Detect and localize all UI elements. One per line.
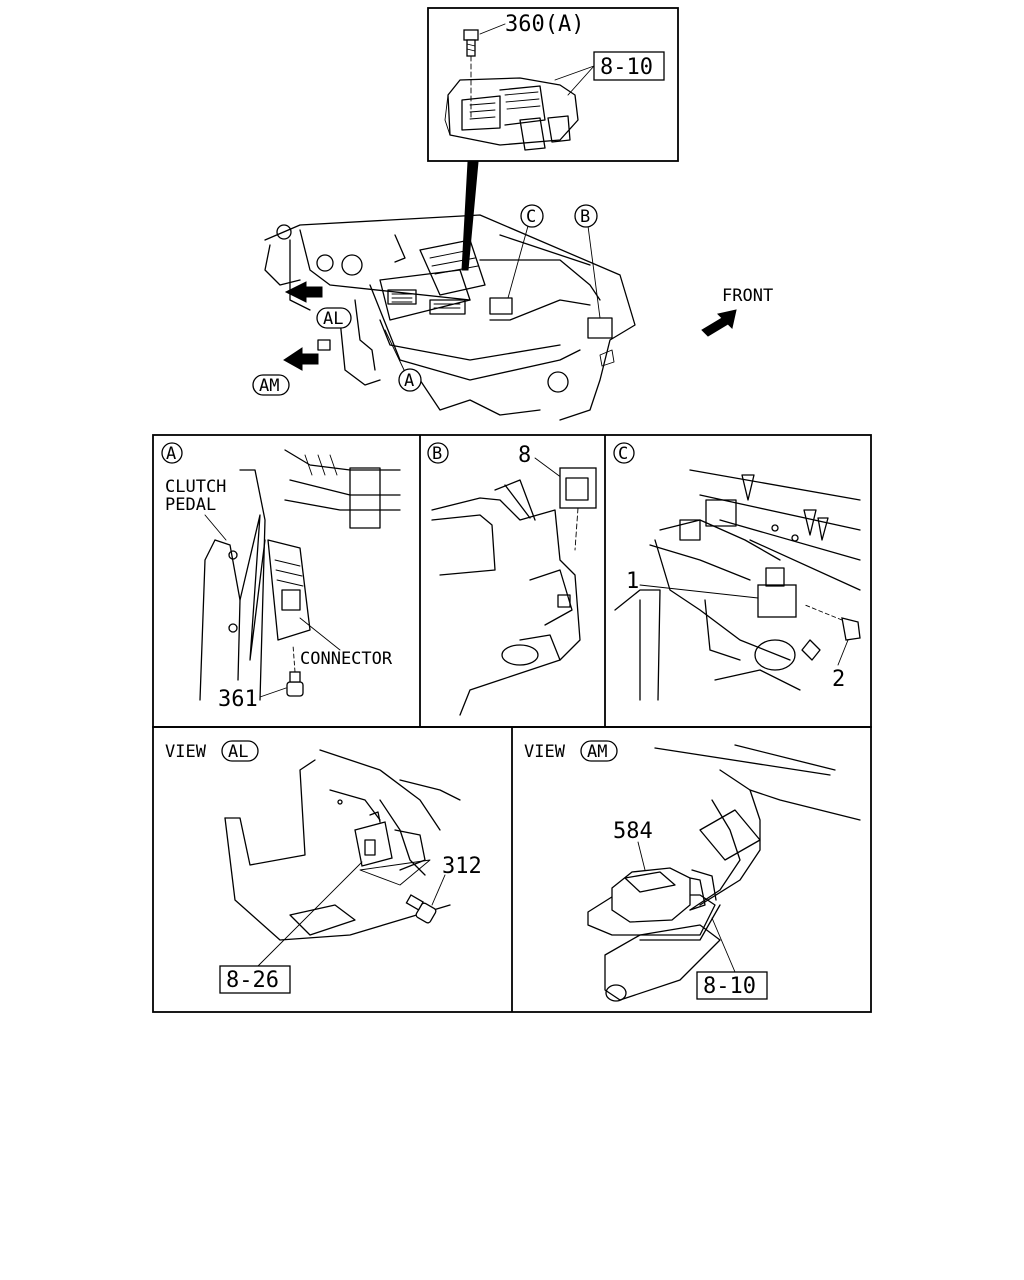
callout-c-circle (520, 204, 544, 228)
view-al-letter: AL (228, 742, 248, 762)
module-b-overview (587, 317, 613, 339)
panel-b-letter: B (432, 444, 442, 464)
ref-810-label: 8-10 (703, 974, 756, 999)
front-arrow-icon (701, 309, 737, 337)
callout-c-label: C (526, 207, 536, 227)
relay-block (444, 77, 579, 151)
part-361-label: 361 (218, 687, 258, 712)
panel-b: B 8 (427, 442, 597, 716)
bolt-361-icon (286, 644, 304, 697)
part-8-label: 8 (518, 443, 531, 468)
panel-c-letter: C (618, 444, 628, 464)
front-label: FRONT (722, 286, 773, 306)
part-584-label: 584 (613, 819, 653, 844)
connector-body (267, 539, 311, 641)
callout-b-circle (574, 204, 598, 228)
ref-826-box (219, 965, 291, 994)
ref-810-box (696, 971, 768, 1000)
bolt-icon (463, 29, 479, 121)
view-am-letter: AM (587, 742, 607, 762)
panel-view-am: VIEW AM 584 8-10 (524, 740, 861, 1002)
view-al-arrow-icon (284, 281, 323, 303)
view-al-word: VIEW (165, 742, 207, 762)
module-c-overview (489, 297, 513, 315)
center-console (379, 269, 471, 321)
bolt-2-icon (804, 604, 861, 641)
callout-b-label: B (580, 207, 590, 227)
connector-ref-label: 8-10 (600, 55, 653, 80)
view-am-label: AM (259, 376, 279, 396)
module-1-icon (757, 584, 797, 618)
clip-am (699, 809, 761, 861)
view-am-oval (252, 374, 290, 396)
sensor-584-icon (611, 867, 691, 923)
bolt-312-icon (405, 894, 437, 924)
panel-view-al: VIEW AL 312 8-26 (165, 740, 482, 994)
bolt-ref-label: 360(A) (505, 12, 584, 37)
dashboard-overview (264, 214, 636, 421)
connector-label: CONNECTOR (300, 649, 393, 669)
panel-a-letter: A (166, 444, 176, 464)
clutch-label-2: PEDAL (165, 495, 216, 515)
callout-a-label: A (404, 371, 414, 391)
view-al-oval (316, 307, 352, 329)
part-312-label: 312 (442, 854, 482, 879)
top-inset: 360(A) 8-10 (427, 7, 679, 162)
ref-826-label: 8-26 (226, 968, 279, 993)
top-inset-frame (427, 7, 679, 162)
relay-al-icon (354, 821, 393, 867)
view-al-label: AL (323, 309, 343, 329)
panel-a: A CLUTCH PEDAL CONNECTOR 361 (161, 442, 401, 712)
panel-c: C 1 2 (613, 442, 861, 701)
part-2-label: 2 (832, 667, 845, 692)
part-1-label: 1 (626, 569, 639, 594)
view-am-arrow-icon (283, 347, 319, 371)
connector-ref-box (593, 51, 665, 81)
callout-a-circle (398, 368, 422, 392)
view-am-word: VIEW (524, 742, 566, 762)
clutch-label-1: CLUTCH (165, 477, 226, 497)
